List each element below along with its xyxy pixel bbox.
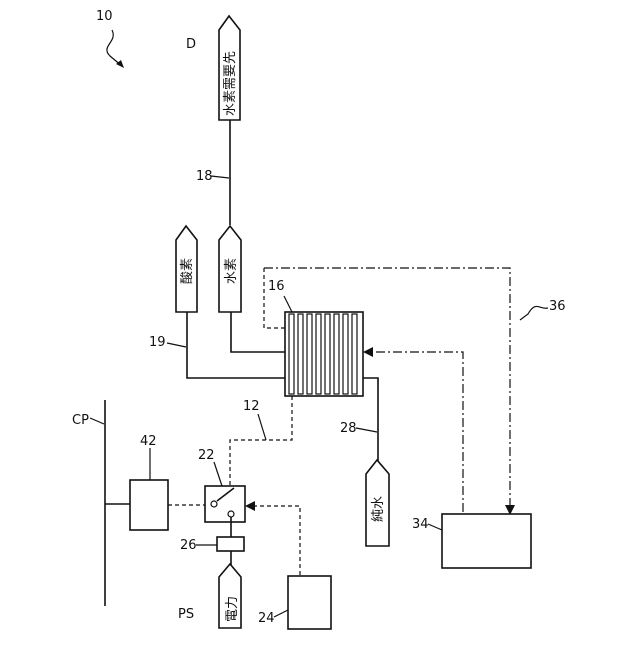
- line-28-leader: [356, 428, 377, 432]
- line-12-leader: [258, 414, 266, 440]
- controller-box-34: [442, 514, 531, 568]
- label-ps: PS: [178, 607, 194, 622]
- label-demand-ref: D: [186, 37, 196, 52]
- label-pure-water: 純水: [371, 496, 386, 522]
- label-hydrogen: 水素: [224, 258, 239, 284]
- label-hydrogen-demand: 水素需要先: [223, 51, 238, 116]
- label-box-34: 34: [412, 517, 429, 532]
- cp-leader: [90, 418, 104, 424]
- box-22-leader: [214, 462, 222, 486]
- control-line-stack-arrowhead: [363, 347, 373, 357]
- control-line-12: [230, 396, 292, 485]
- dashdot-ref-leader: [520, 306, 548, 320]
- box-26: [217, 537, 244, 551]
- label-line-12: 12: [243, 399, 260, 414]
- signal-24-to-22: [248, 506, 300, 575]
- label-system-ref: 10: [96, 9, 113, 24]
- pure-water-line-28: [363, 378, 378, 462]
- oxygen-line-19: [187, 312, 286, 378]
- line-18-leader: [211, 176, 229, 178]
- label-line-18: 18: [196, 169, 213, 184]
- label-line-28: 28: [340, 421, 357, 436]
- label-oxygen: 酸素: [180, 258, 195, 284]
- box-24: [288, 576, 331, 629]
- label-stack-ref: 16: [268, 279, 285, 294]
- label-box-42: 42: [140, 434, 157, 449]
- label-line-19: 19: [149, 335, 166, 350]
- signal-24-arrowhead: [245, 501, 255, 511]
- stack-leader: [284, 296, 292, 312]
- box-34-leader: [428, 524, 442, 530]
- label-power: 電力: [225, 596, 240, 622]
- stack-signal-dashed: [264, 268, 285, 328]
- box-24-leader: [274, 610, 288, 617]
- label-dashdot-ref: 36: [549, 299, 566, 314]
- label-box-22: 22: [198, 448, 215, 463]
- electrolysis-stack: [285, 312, 363, 396]
- label-box-26: 26: [180, 538, 197, 553]
- system-ref-arrow: [107, 30, 122, 66]
- label-box-24: 24: [258, 611, 275, 626]
- box-42: [130, 480, 168, 530]
- system-ref-arrowhead: [116, 60, 124, 68]
- label-cp: CP: [72, 413, 89, 428]
- hydrogen-outlet-line: [231, 312, 286, 352]
- line-19-leader: [167, 343, 186, 347]
